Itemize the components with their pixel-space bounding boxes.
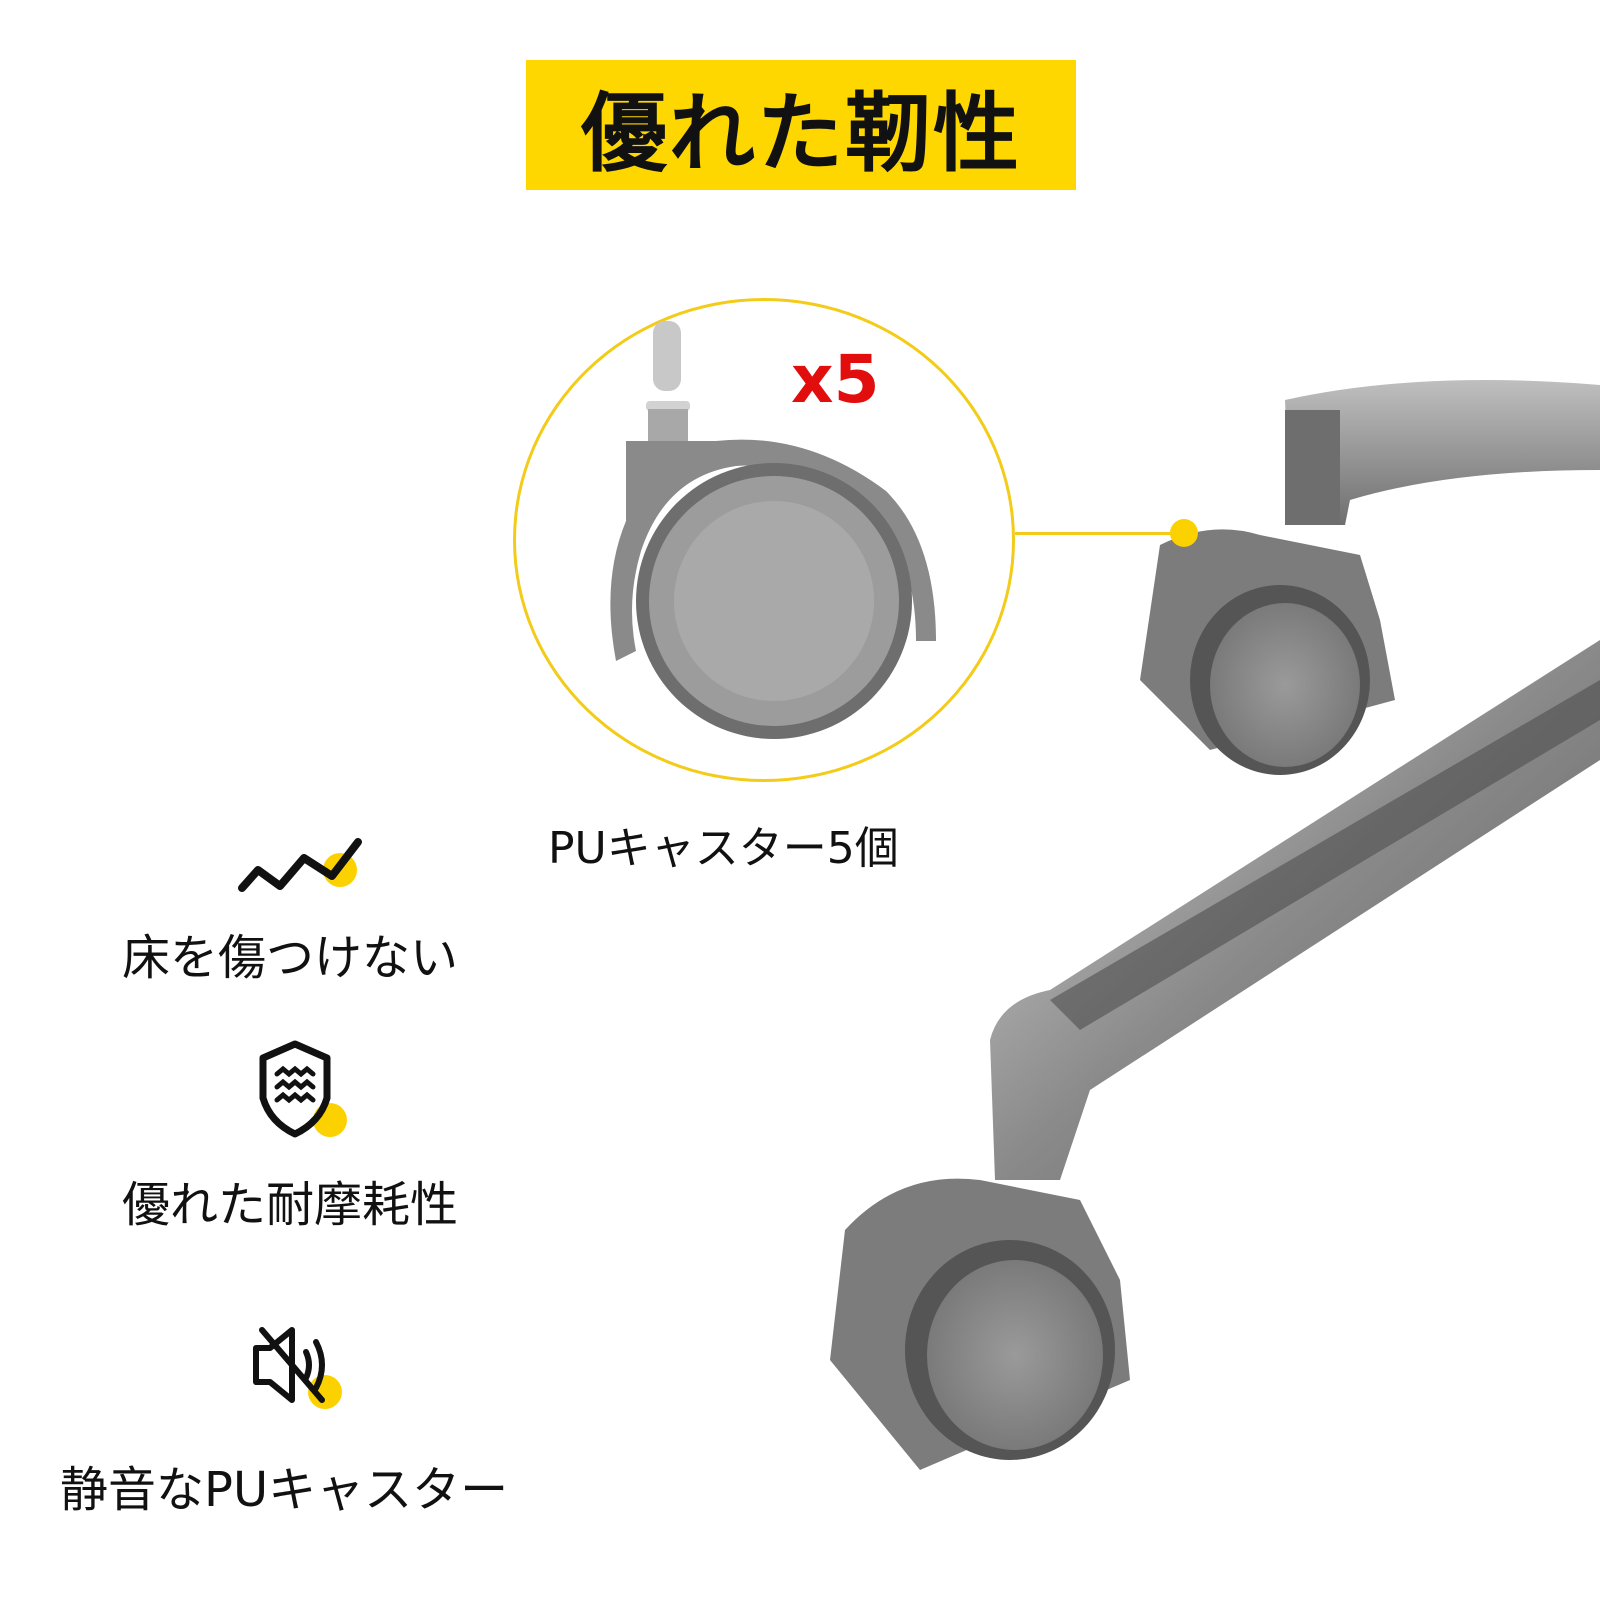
connector-dot — [1170, 519, 1198, 547]
feature-label-no-scratch: 床を傷つけない — [122, 930, 459, 986]
caster-detail-image — [610, 321, 936, 739]
speaker-mute-icon — [250, 1320, 360, 1410]
quantity-label: x5 — [791, 341, 880, 418]
zigzag-line-icon — [230, 820, 370, 900]
feature-label-wear-resistance: 優れた耐摩耗性 — [122, 1177, 459, 1233]
caster-wheel-lower — [830, 1178, 1130, 1470]
shield-waves-icon — [245, 1040, 365, 1140]
caster-caption: PUキャスター5個 — [548, 823, 899, 874]
caster-detail-circle: x5 — [513, 298, 1015, 782]
caster-wheel-upper — [1140, 529, 1395, 775]
feature-label-silent-caster: 静音なPUキャスター — [60, 1462, 509, 1518]
connector-line — [1015, 532, 1185, 535]
title-banner: 優れた靭性 — [526, 60, 1076, 190]
page-title: 優れた靭性 — [581, 83, 1021, 184]
